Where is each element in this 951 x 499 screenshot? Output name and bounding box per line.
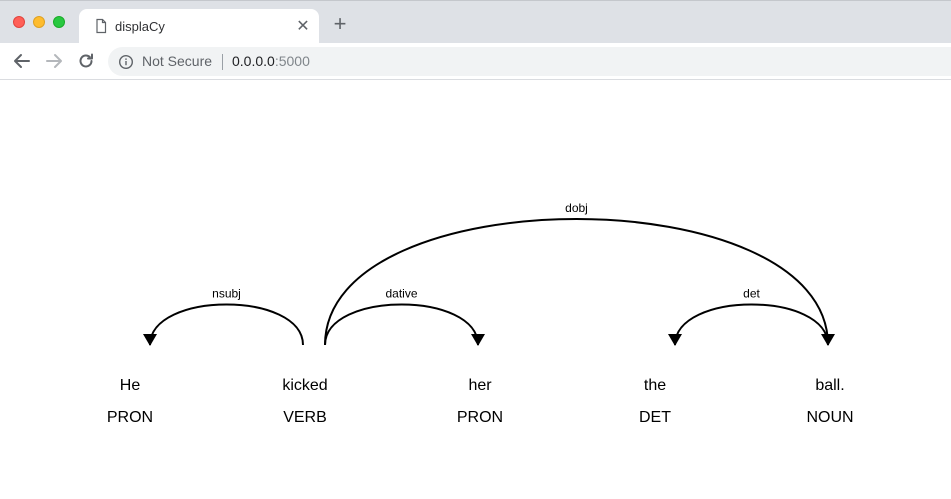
plus-icon[interactable]: + bbox=[333, 11, 347, 36]
dependency-arc bbox=[674, 303, 829, 346]
maximize-window-button[interactable] bbox=[53, 16, 65, 28]
arc-label: det bbox=[743, 287, 760, 301]
arrowhead bbox=[668, 334, 682, 346]
security-label[interactable]: Not Secure bbox=[142, 53, 213, 69]
word-tag: NOUN bbox=[806, 409, 853, 426]
word-tag: DET bbox=[639, 409, 671, 426]
reload-icon[interactable] bbox=[75, 51, 97, 71]
divider bbox=[222, 54, 223, 70]
word-text: the bbox=[644, 377, 666, 394]
toolbar: Not Secure 0.0.0.0:5000 bbox=[0, 43, 951, 80]
tab-title: displaCy bbox=[115, 19, 165, 34]
info-icon[interactable] bbox=[118, 54, 134, 70]
dependency-arc bbox=[324, 303, 479, 346]
word-tag: PRON bbox=[107, 409, 153, 426]
arrowhead bbox=[143, 334, 157, 346]
url-port: :5000 bbox=[274, 53, 310, 69]
tab-strip: displaCy ✕ + bbox=[0, 0, 951, 44]
url-host: 0.0.0.0 bbox=[232, 53, 275, 69]
arrowhead bbox=[471, 334, 485, 346]
arc-label: dative bbox=[385, 287, 417, 301]
dependency-arc bbox=[149, 303, 304, 346]
word-tag: PRON bbox=[457, 409, 503, 426]
back-icon[interactable] bbox=[11, 51, 33, 71]
word-text: He bbox=[120, 377, 141, 394]
minimize-window-button[interactable] bbox=[33, 16, 45, 28]
word-tag: VERB bbox=[283, 409, 327, 426]
word-text: her bbox=[468, 377, 492, 394]
page-icon bbox=[96, 18, 107, 34]
word-text: kicked bbox=[282, 377, 327, 394]
dependency-arc bbox=[324, 218, 829, 346]
close-icon[interactable]: ✕ bbox=[296, 18, 310, 35]
address-bar[interactable]: Not Secure 0.0.0.0:5000 bbox=[108, 47, 951, 76]
browser-tab[interactable]: displaCy ✕ bbox=[79, 9, 319, 44]
forward-icon[interactable] bbox=[43, 51, 65, 71]
arc-label: nsubj bbox=[212, 287, 241, 301]
word-text: ball. bbox=[815, 377, 844, 394]
arc-label: dobj bbox=[565, 201, 588, 215]
close-window-button[interactable] bbox=[13, 16, 25, 28]
url-text[interactable]: 0.0.0.0:5000 bbox=[232, 53, 310, 69]
